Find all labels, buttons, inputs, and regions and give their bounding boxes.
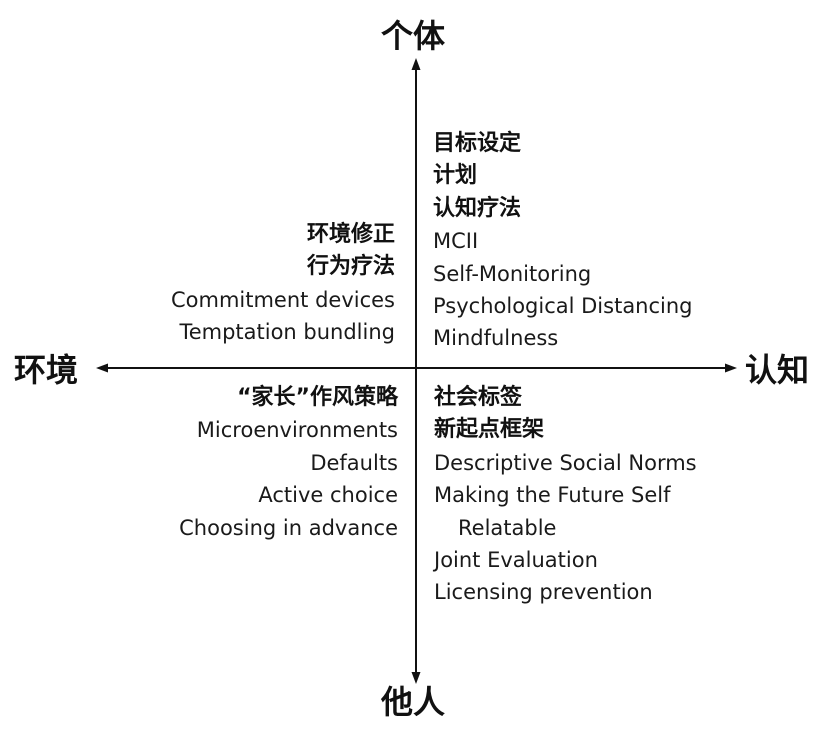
axis-label-top: 个体	[381, 17, 446, 55]
quadrant-item: Temptation bundling	[179, 320, 395, 345]
quadrant-item: Psychological Distancing	[433, 294, 693, 319]
arrow-up-icon	[411, 58, 421, 70]
axis-label-bottom: 他人	[381, 683, 446, 721]
arrow-right-icon	[725, 363, 737, 373]
quadrant-item: Joint Evaluation	[434, 548, 598, 573]
quadrant-item: 目标设定	[433, 131, 522, 156]
quadrant-item: Active choice	[258, 483, 398, 508]
quadrant-item: Making the Future Self	[434, 483, 671, 508]
quadrant-item: 社会标签	[434, 385, 523, 410]
quadrant-item: Licensing prevention	[434, 580, 653, 605]
axis-label-right: 认知	[745, 351, 810, 389]
quadrant-item: 行为疗法	[306, 254, 395, 280]
quadrant-item: Defaults	[310, 450, 398, 475]
quadrant-item: Microenvironments	[196, 418, 398, 443]
quadrant-item: Self-Monitoring	[433, 261, 592, 286]
quadrant-item: Descriptive Social Norms	[434, 450, 697, 475]
quadrant-item: MCII	[433, 229, 479, 254]
axis-label-left: 环境	[14, 351, 79, 389]
arrow-down-icon	[411, 672, 421, 684]
quadrant-item: 新起点框架	[434, 417, 545, 443]
quadrant-item: 认知疗法	[433, 195, 522, 221]
quadrant-item: 环境修正	[306, 222, 395, 247]
arrow-left-icon	[96, 363, 108, 373]
quadrant-item: Choosing in advance	[179, 515, 398, 540]
quadrant-item: “家长”作风策略	[237, 385, 398, 410]
quadrant-item: 计划	[433, 163, 478, 189]
quadrant-item: Relatable	[458, 515, 557, 540]
quadrant-item: Mindfulness	[433, 326, 559, 351]
quadrant-item: Commitment devices	[170, 287, 395, 312]
